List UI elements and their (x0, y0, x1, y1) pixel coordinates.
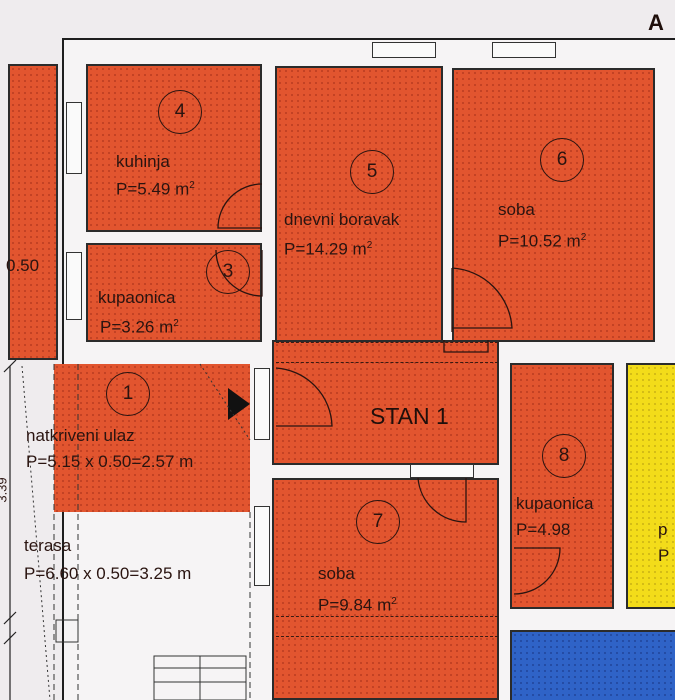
neighbour-blue-room (510, 630, 675, 700)
room-5-area: P=14.29 m2 (284, 239, 373, 259)
window-corridor (410, 464, 474, 478)
window-left-kitchen (66, 102, 82, 174)
window-entrance (254, 368, 270, 440)
room-6-name: soba (498, 200, 535, 219)
window-room-7 (254, 506, 270, 586)
window-top-right (492, 42, 556, 58)
window-top (372, 42, 436, 58)
terrace-name: terasa (24, 536, 72, 555)
room-4-area: P=5.49 m2 (116, 179, 195, 199)
room-1-natkriveni-ulaz (54, 364, 250, 512)
room-8-area: P=4.98 (516, 520, 571, 539)
room-6-soba (452, 68, 655, 342)
room-3-name: kupaonica (98, 288, 176, 307)
dashed-line-corridor-2 (276, 362, 498, 363)
room-number-8: 8 (542, 434, 586, 478)
room-4-name: kuhinja (116, 152, 170, 171)
room-number-6: 6 (540, 138, 584, 182)
room-5-name: dnevni boravak (284, 210, 400, 229)
room-1-name: natkriveni ulaz (26, 426, 135, 445)
stan-1-corridor (272, 340, 499, 465)
room-number-3: 3 (206, 250, 250, 294)
apartment-label: STAN 1 (370, 403, 449, 429)
door-entrance (275, 367, 333, 427)
dashed-line-room7-1 (276, 616, 498, 617)
room-number-5: 5 (350, 150, 394, 194)
room-8-kupaonica (510, 363, 614, 609)
door-room-8 (513, 547, 561, 595)
vertical-dimension: 3.39 (0, 477, 10, 503)
door-room-6 (451, 267, 513, 332)
entrance-arrow-icon (228, 388, 250, 420)
dimension-line (3, 359, 17, 700)
room-1-area: P=5.15 x 0.50=2.57 m (26, 452, 194, 471)
partial-label-1: p (658, 520, 668, 539)
room-number-4: 4 (158, 90, 202, 134)
left-dimension: 0.50 (6, 256, 40, 275)
room-number-7: 7 (356, 500, 400, 544)
neighbour-yellow-room (626, 363, 675, 609)
corner-letter: A (648, 10, 664, 35)
stairs (55, 619, 247, 700)
room-number-1: 1 (106, 372, 150, 416)
terrace-area: P=6.60 x 0.50=3.25 m (24, 564, 192, 583)
room-7-area: P=9.84 m2 (318, 595, 397, 615)
notch (443, 340, 489, 353)
dashed-line-corridor-1 (276, 342, 498, 343)
room-7-name: soba (318, 564, 355, 583)
left-strip (8, 64, 58, 360)
room-3-area: P=3.26 m2 (100, 317, 179, 337)
room-8-name: kupaonica (516, 494, 594, 513)
window-left-bath (66, 252, 82, 320)
door-room-7 (417, 477, 467, 523)
room-6-area: P=10.52 m2 (498, 231, 587, 251)
dashed-line-room7-2 (276, 636, 498, 637)
door-kitchen (217, 183, 263, 229)
partial-label-2: P (658, 546, 670, 565)
